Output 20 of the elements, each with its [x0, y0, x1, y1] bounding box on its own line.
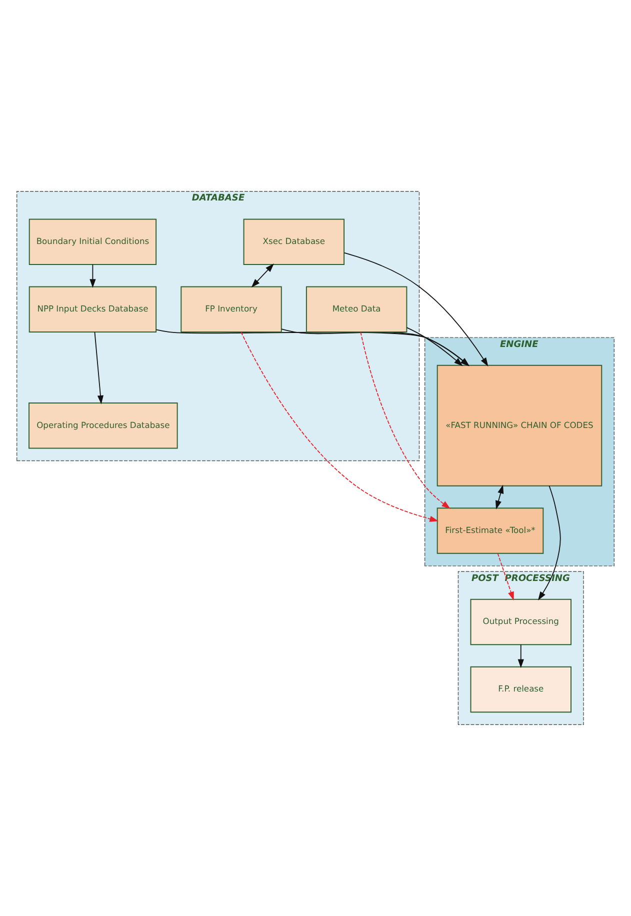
- arrow: [240, 332, 438, 522]
- arrow: [497, 552, 514, 600]
- arrow: [406, 327, 463, 366]
- node-box: NPP Input Decks Database: [28, 286, 157, 332]
- node-box: F.P. release: [470, 666, 572, 713]
- node-box: Boundary Initial Conditions: [28, 218, 157, 265]
- node-box: Xsec Database: [243, 218, 345, 265]
- arrow: [518, 644, 524, 668]
- node-box: «FAST RUNNING» CHAIN OF CODES: [436, 364, 602, 486]
- arrow: [251, 264, 274, 288]
- arrow: [495, 484, 504, 510]
- node-box: Meteo Data: [306, 286, 408, 332]
- node-box: Operating Procedures Database: [28, 402, 178, 449]
- arrow: [90, 264, 96, 288]
- arrow: [360, 332, 450, 509]
- node-box: First-Estimate «Tool»*: [436, 508, 544, 554]
- arrow: [94, 332, 104, 404]
- node-box: FP Inventory: [180, 286, 282, 332]
- arrow: [538, 485, 561, 600]
- node-box: Output Processing: [470, 598, 572, 646]
